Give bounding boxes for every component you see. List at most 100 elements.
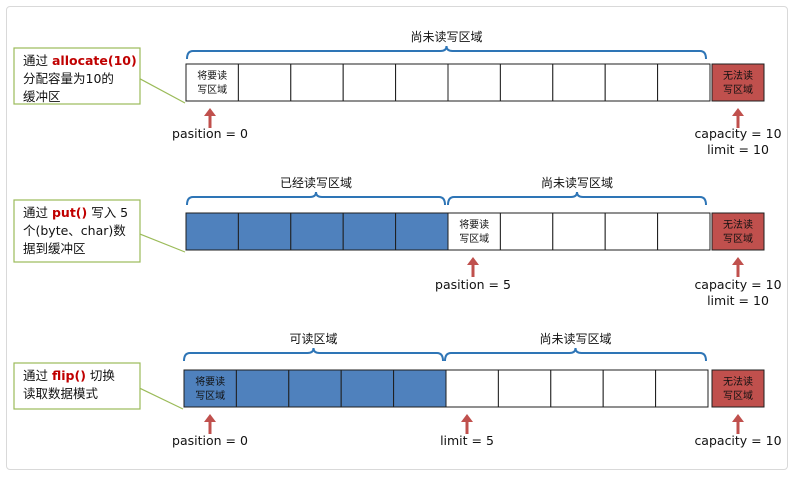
note-text-part: 个(byte、char)数 xyxy=(23,223,126,238)
note-text-part: 据到缓冲区 xyxy=(23,241,86,256)
note-text-line: 通过 flip() 切换 xyxy=(23,368,115,383)
locked-cell-label: 无法读 xyxy=(723,375,753,388)
locked-cell-label: 写区域 xyxy=(723,83,753,96)
buffer-cell xyxy=(497,369,552,408)
buffer-cell xyxy=(657,63,711,102)
diagram-frame: 通过 allocate(10)分配容量为10的缓冲区将要读写区域无法读写区域尚未… xyxy=(6,6,788,470)
note-method-name: flip() xyxy=(52,368,86,383)
locked-cell xyxy=(711,212,765,251)
buffer-cell xyxy=(550,369,604,408)
note-box xyxy=(13,362,141,410)
region-brace xyxy=(183,347,444,362)
pointer-label: capacity = 10 xyxy=(694,433,781,448)
note-text-line: 个(byte、char)数 xyxy=(23,223,126,238)
pointer-label: capacity = 10 xyxy=(694,277,781,292)
pointer-label: pasition = 0 xyxy=(172,126,248,141)
buffer-cell xyxy=(447,63,501,102)
pointer-arrow-head xyxy=(467,257,479,265)
pointer-label: pasition = 0 xyxy=(172,433,248,448)
pointer-arrow-head xyxy=(732,257,744,265)
buffer-cell xyxy=(499,63,554,102)
locked-cell xyxy=(711,369,765,408)
buffer-cell-filled xyxy=(290,212,344,251)
buffer-cell xyxy=(604,63,659,102)
region-brace xyxy=(186,191,446,206)
region-label: 尚未读写区域 xyxy=(410,30,482,44)
buffer-cell-filled xyxy=(395,212,449,251)
buffer-cell-filled xyxy=(185,212,239,251)
pointer-label: limit = 10 xyxy=(707,142,769,157)
buffer-cell-filled xyxy=(288,369,342,408)
note-text-line: 通过 allocate(10) xyxy=(23,53,137,68)
position-cell-label: 将要读 xyxy=(197,69,227,82)
buffer-cell xyxy=(499,212,554,251)
position-cell-label: 写区域 xyxy=(197,83,227,96)
position-cell-label: 写区域 xyxy=(195,389,225,402)
locked-cell-label: 无法读 xyxy=(723,218,753,231)
buffer-cell xyxy=(604,212,659,251)
buffer-cell xyxy=(290,63,344,102)
note-text-line: 通过 put() 写入 5 xyxy=(23,205,128,220)
pointer-label: limit = 5 xyxy=(440,433,494,448)
pointer-label: pasition = 5 xyxy=(435,277,511,292)
pointer-label: limit = 10 xyxy=(707,293,769,308)
locked-cell-label: 写区域 xyxy=(723,232,753,245)
buffer-cell xyxy=(395,63,449,102)
buffer-row: 通过 put() 写入 5个(byte、char)数据到缓冲区将要读写区域无法读… xyxy=(13,176,782,308)
buffer-cell xyxy=(552,63,606,102)
note-connector xyxy=(139,233,186,253)
note-method-name: allocate(10) xyxy=(52,53,137,68)
region-label: 可读区域 xyxy=(289,332,337,346)
note-text-line: 分配容量为10的 xyxy=(23,71,114,86)
position-cell-label: 将要读 xyxy=(459,218,489,231)
locked-cell xyxy=(711,63,765,102)
note-text-line: 读取数据模式 xyxy=(23,386,99,401)
note-text-line: 缓冲区 xyxy=(23,89,61,104)
region-label: 尚未读写区域 xyxy=(541,176,613,190)
buffer-cell-filled xyxy=(393,369,447,408)
pointer-arrow-head xyxy=(461,414,473,422)
note-box xyxy=(13,199,141,263)
buffer-cell xyxy=(657,212,711,251)
buffer-cell-filled xyxy=(235,369,290,408)
buffer-cell xyxy=(445,369,499,408)
buffer-row: 通过 flip() 切换读取数据模式将要读写区域无法读写区域可读区域尚未读写区域… xyxy=(13,332,782,448)
note-text-part: 通过 xyxy=(23,205,52,220)
pointer-arrow-head xyxy=(732,108,744,116)
position-cell-label: 将要读 xyxy=(195,375,225,388)
buffer-cell-filled xyxy=(340,369,395,408)
locked-cell-label: 无法读 xyxy=(723,69,753,82)
note-text-part: 写入 5 xyxy=(87,205,128,220)
pointer-arrow-head xyxy=(204,108,216,116)
note-box xyxy=(13,47,141,105)
region-brace xyxy=(186,45,707,60)
note-text-part: 分配容量为10的 xyxy=(23,71,114,86)
note-text-part: 切换 xyxy=(86,368,115,383)
buffer-cell xyxy=(552,212,606,251)
note-text-line: 据到缓冲区 xyxy=(23,241,86,256)
position-cell-label: 写区域 xyxy=(459,232,489,245)
buffer-diagram: 通过 allocate(10)分配容量为10的缓冲区将要读写区域无法读写区域尚未… xyxy=(13,30,782,448)
region-label: 已经读写区域 xyxy=(280,176,352,190)
buffer-cell-filled xyxy=(237,212,292,251)
diagram-root: 通过 allocate(10)分配容量为10的缓冲区将要读写区域无法读写区域尚未… xyxy=(13,30,782,448)
pointer-arrow-head xyxy=(204,414,216,422)
buffer-cell xyxy=(342,63,397,102)
locked-cell-label: 写区域 xyxy=(723,389,753,402)
buffer-cell xyxy=(185,63,239,102)
note-connector xyxy=(139,78,186,104)
note-text-part: 读取数据模式 xyxy=(23,386,99,401)
buffer-cell xyxy=(237,63,292,102)
buffer-cell xyxy=(602,369,657,408)
region-label: 尚未读写区域 xyxy=(539,332,611,346)
region-brace xyxy=(447,191,707,206)
note-connector xyxy=(139,387,184,410)
region-brace xyxy=(444,347,707,362)
buffer-cell-filled xyxy=(342,212,397,251)
buffer-row: 通过 allocate(10)分配容量为10的缓冲区将要读写区域无法读写区域尚未… xyxy=(13,30,782,157)
pointer-label: capacity = 10 xyxy=(694,126,781,141)
pointer-arrow-head xyxy=(732,414,744,422)
